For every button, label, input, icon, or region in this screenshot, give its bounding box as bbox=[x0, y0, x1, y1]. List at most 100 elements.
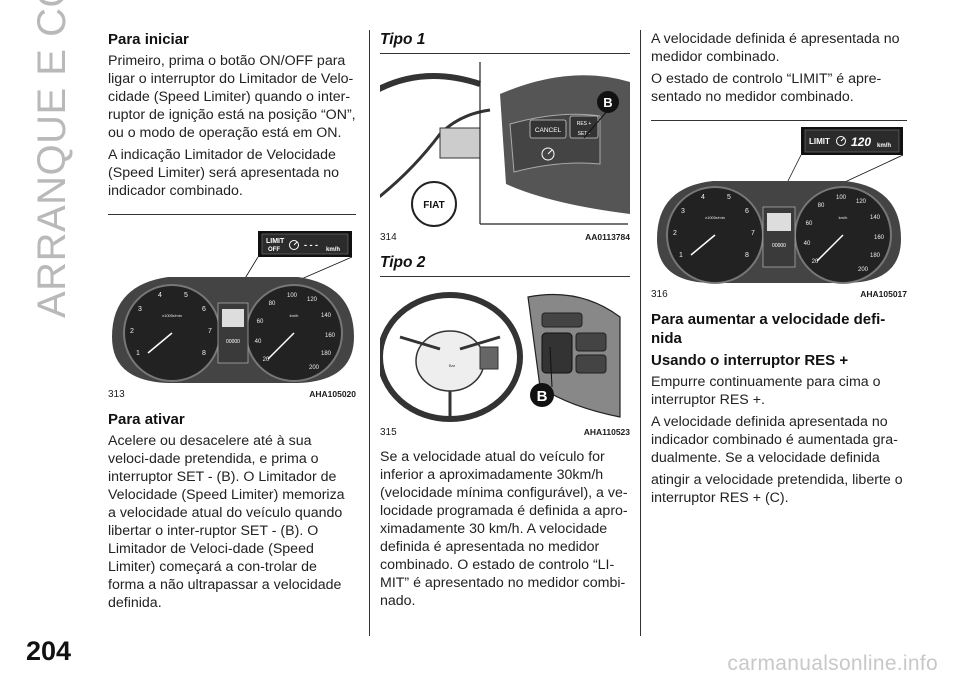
figure-code: AHA110523 bbox=[583, 427, 630, 437]
speed-tick: 200 bbox=[309, 365, 320, 371]
callout-label: B bbox=[537, 388, 548, 405]
display-off-label: OFF bbox=[268, 247, 280, 253]
display-speed: 120 bbox=[851, 135, 871, 149]
speed-tick: 120 bbox=[307, 297, 318, 303]
steering-wheel-type2-illustration: Bar B bbox=[380, 277, 630, 425]
figure-314: FIAT CANCEL RES + SET - B 314 AA0113784 bbox=[380, 53, 630, 243]
heading-para-aumentar: Para aumentar a velocidade defi-nida bbox=[651, 311, 886, 347]
heading-para-iniciar: Para iniciar bbox=[108, 31, 189, 48]
figure-code: AHA105017 bbox=[860, 289, 907, 299]
paragraph: Acelere ou desacelere até à sua veloci-d… bbox=[108, 433, 345, 611]
speed-tick: 100 bbox=[287, 293, 298, 299]
tach-tick: 7 bbox=[208, 328, 212, 335]
callout-label: B bbox=[603, 95, 612, 110]
tach-tick: 3 bbox=[681, 208, 685, 215]
speed-tick: 60 bbox=[257, 319, 264, 325]
tach-tick: 5 bbox=[184, 292, 188, 299]
figure-number: 314 bbox=[380, 232, 397, 243]
paragraph: Primeiro, prima o botão ON/OFF para liga… bbox=[108, 53, 356, 141]
speed-tick: 140 bbox=[321, 313, 332, 319]
tach-tick: 8 bbox=[745, 252, 749, 259]
tach-tick: 6 bbox=[745, 208, 749, 215]
page-number: 204 bbox=[26, 636, 72, 666]
display-unit: km/h bbox=[326, 247, 340, 253]
odometer: 00000 bbox=[226, 339, 240, 345]
paragraph: atingir a velocidade pretendida, liberte… bbox=[651, 472, 903, 506]
figure-code: AA0113784 bbox=[585, 232, 630, 242]
tach-tick: 8 bbox=[202, 350, 206, 357]
res-label: RES + bbox=[577, 121, 592, 127]
speed-tick: 100 bbox=[836, 195, 847, 201]
speed-unit: km/h bbox=[839, 215, 848, 220]
tach-unit: x1000r/min bbox=[162, 313, 182, 318]
speed-tick: 140 bbox=[870, 215, 881, 221]
speed-tick: 20 bbox=[812, 259, 819, 265]
figure-number: 316 bbox=[651, 289, 668, 300]
figure-number: 313 bbox=[108, 389, 125, 400]
tach-tick: 4 bbox=[158, 292, 162, 299]
callout-b bbox=[530, 383, 554, 407]
speed-limiter-icon bbox=[836, 136, 846, 146]
speed-tick: 80 bbox=[818, 203, 825, 209]
figure-316: LIMIT 120 km/h 1 2 3 4 5 6 7 8 x1000r/mi… bbox=[651, 120, 907, 300]
fiat-logo bbox=[411, 181, 457, 227]
steering-wheel-type1-illustration: FIAT CANCEL RES + SET - B bbox=[380, 54, 630, 230]
column-2: Tipo 1 FIAT CANCEL RES + SET - B 314 bbox=[380, 30, 630, 614]
speed-tick: 160 bbox=[325, 333, 336, 339]
tach-tick: 4 bbox=[701, 194, 705, 201]
odometer: 00000 bbox=[772, 243, 786, 249]
speed-tick: 180 bbox=[321, 351, 332, 357]
callout-b bbox=[597, 91, 619, 113]
figure-313: LIMIT OFF - - - km/h 1 2 3 4 5 6 7 8 x10… bbox=[108, 214, 356, 400]
display-limit-label: LIMIT bbox=[266, 238, 285, 245]
display-unit: km/h bbox=[877, 143, 891, 149]
cancel-button-illustration bbox=[529, 119, 567, 139]
figure-315: Bar B 315 AHA110523 bbox=[380, 276, 630, 438]
section-side-title: ARRANQUE E CONDUÇÃO bbox=[30, 0, 74, 318]
tach-tick: 2 bbox=[673, 230, 677, 237]
paragraph: O estado de controlo “LIMIT” é apre-sent… bbox=[651, 71, 882, 105]
speed-tick: 160 bbox=[874, 235, 885, 241]
tach-unit: x1000r/min bbox=[705, 215, 725, 220]
cancel-label: CANCEL bbox=[535, 127, 562, 134]
paragraph: A velocidade definida é apresentada no m… bbox=[651, 31, 900, 65]
speed-limiter-icon bbox=[541, 147, 555, 161]
column-divider bbox=[369, 30, 370, 636]
tach-tick: 2 bbox=[130, 328, 134, 335]
figure-number: 315 bbox=[380, 427, 397, 438]
heading-tipo-1: Tipo 1 bbox=[380, 31, 426, 48]
instrument-cluster-limit-off-illustration: LIMIT OFF - - - km/h 1 2 3 4 5 6 7 8 x10… bbox=[112, 231, 354, 383]
heading-tipo-2: Tipo 2 bbox=[380, 254, 426, 271]
speed-unit: km/h bbox=[290, 313, 299, 318]
heading-interruptor-res: Usando o interruptor RES + bbox=[651, 352, 849, 369]
paragraph: Empurre continuamente para cima o interr… bbox=[651, 374, 881, 408]
set-label: SET - bbox=[578, 131, 591, 137]
speed-tick: 40 bbox=[255, 339, 262, 345]
speed-tick: 180 bbox=[870, 253, 881, 259]
paragraph: A velocidade definida apresentada no ind… bbox=[651, 414, 898, 466]
column-3: A velocidade definida é apresentada no m… bbox=[651, 30, 907, 511]
speed-tick: 200 bbox=[858, 267, 869, 273]
watermark: carmanualsonline.info bbox=[727, 652, 938, 675]
tach-tick: 6 bbox=[202, 306, 206, 313]
display-dashes: - - - bbox=[304, 240, 318, 250]
speed-tick: 20 bbox=[263, 357, 270, 363]
figure-code: AHA105020 bbox=[309, 389, 356, 399]
tach-tick: 7 bbox=[751, 230, 755, 237]
speed-tick: 60 bbox=[806, 221, 813, 227]
column-divider bbox=[640, 30, 641, 636]
speed-tick: 80 bbox=[269, 301, 276, 307]
tach-tick: 3 bbox=[138, 306, 142, 313]
speed-tick: 120 bbox=[856, 199, 867, 205]
tach-tick: 5 bbox=[727, 194, 731, 201]
instrument-cluster-limit-120-illustration: LIMIT 120 km/h 1 2 3 4 5 6 7 8 x1000r/mi… bbox=[657, 127, 904, 284]
paragraph: A indicação Limitador de Velocidade (Spe… bbox=[108, 147, 340, 199]
speed-tick: 40 bbox=[804, 241, 811, 247]
paragraph: Se a velocidade atual do veículo for inf… bbox=[380, 449, 628, 609]
svg-text:Bar: Bar bbox=[449, 363, 456, 368]
fiat-logo-text: FIAT bbox=[423, 200, 444, 211]
heading-para-ativar: Para ativar bbox=[108, 411, 185, 428]
tach-tick: 1 bbox=[136, 350, 140, 357]
tach-tick: 1 bbox=[679, 252, 683, 259]
display-limit-label: LIMIT bbox=[809, 137, 830, 146]
